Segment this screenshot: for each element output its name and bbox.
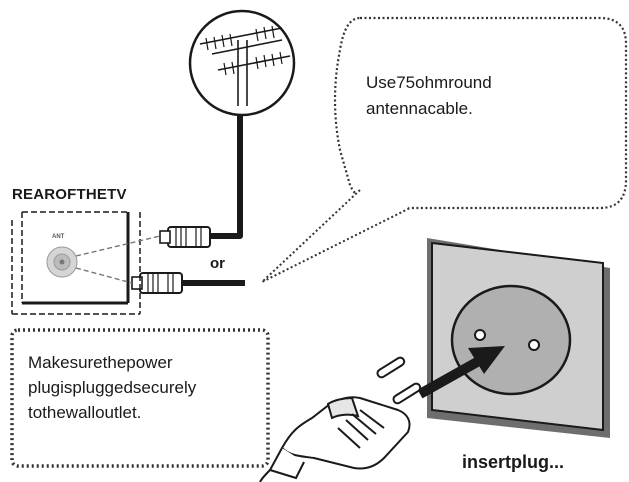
power-callout-box xyxy=(10,328,270,468)
cable-callout-line: antennacable. xyxy=(366,99,473,118)
guide-lines xyxy=(75,235,161,284)
power-callout-line: tothewalloutlet. xyxy=(28,403,142,422)
tv-rear-panel xyxy=(11,211,141,315)
wall-socket-icon xyxy=(427,238,610,438)
cable-callout-bubble xyxy=(261,16,628,283)
or-label: or xyxy=(210,255,225,272)
antenna-cable xyxy=(210,115,243,239)
insert-arrow-icon xyxy=(417,346,505,399)
power-callout-text: Makesurethepower plugispluggedsecurely t… xyxy=(28,350,268,425)
coax-connector-icon-alt xyxy=(131,272,245,294)
power-callout-line: Makesurethepower xyxy=(28,353,173,372)
cable-callout-text: Use75ohmround antennacable. xyxy=(366,70,596,122)
power-callout-line: plugispluggedsecurely xyxy=(28,378,197,397)
rear-of-tv-label: REAROFTHETV xyxy=(12,186,127,203)
cable-callout-line: Use75ohmround xyxy=(366,73,492,92)
power-plug-icon xyxy=(259,356,422,482)
insert-plug-label: insertplug... xyxy=(462,452,565,472)
ant-port xyxy=(46,246,78,278)
ant-port-label: ANT xyxy=(52,234,65,240)
antenna-icon xyxy=(188,9,296,117)
coax-connector-icon xyxy=(159,226,211,248)
